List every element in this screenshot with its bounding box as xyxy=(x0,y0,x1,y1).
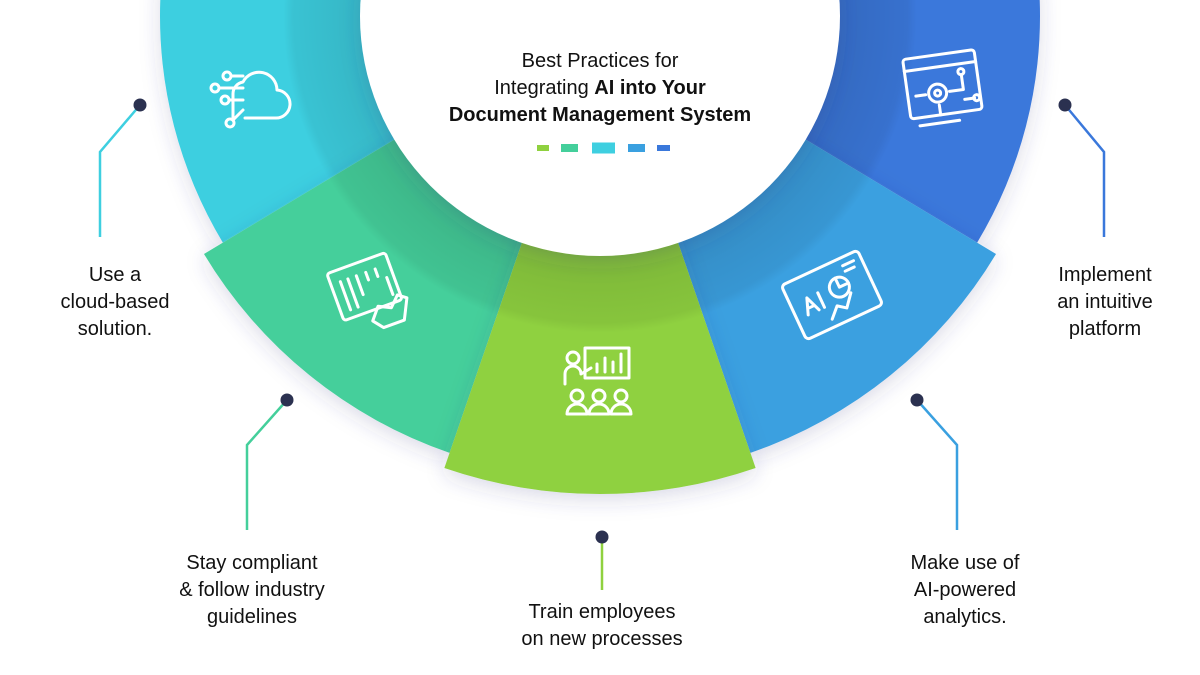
connector-dot xyxy=(280,393,294,407)
title-line-2-regular: Integrating xyxy=(494,77,595,99)
ai-analytics-document-icon xyxy=(781,249,883,341)
connector-dot xyxy=(133,98,147,112)
label-line: cloud-based xyxy=(60,291,170,313)
label-line: on new processes xyxy=(521,628,683,650)
segment-shade xyxy=(160,0,429,243)
label-line: platform xyxy=(1068,318,1142,340)
label-line: an intuitive xyxy=(1057,291,1153,313)
cloud-circuit-icon xyxy=(209,70,292,129)
label-line: analytics. xyxy=(923,606,1007,628)
label-line: Stay compliant xyxy=(186,552,318,574)
segment-shade xyxy=(444,205,756,495)
connector-dot xyxy=(910,393,924,407)
title-dash xyxy=(657,145,670,151)
label-line: Train employees xyxy=(528,601,676,623)
title-line-1: Best Practices for xyxy=(521,50,679,72)
label-line: Use a xyxy=(88,264,142,286)
center-circle xyxy=(360,0,840,256)
label-line: Make use of xyxy=(910,552,1020,574)
label-training: Train employees on new processes xyxy=(492,599,712,653)
label-analytics: Make use of AI-powered analytics. xyxy=(855,550,1075,631)
title-dash xyxy=(628,144,645,152)
connector-line xyxy=(98,104,141,237)
title-line-3-bold: Document Management System xyxy=(448,104,752,126)
connector-line xyxy=(916,399,959,530)
label-line: guidelines xyxy=(206,606,298,628)
label-cloud: Use a cloud-based solution. xyxy=(5,262,225,343)
title-dash xyxy=(561,144,578,152)
label-line: solution. xyxy=(77,318,153,340)
connector-line xyxy=(245,399,288,530)
document-hand-icon xyxy=(326,251,409,330)
connector-dot xyxy=(595,530,609,544)
title-dash xyxy=(592,142,615,154)
label-platform: Implement an intuitive platform xyxy=(995,262,1200,343)
title-dashes xyxy=(537,142,670,154)
title-line-2-bold: AI into Your xyxy=(594,77,706,99)
presentation-audience-icon xyxy=(563,346,633,416)
label-line: AI-powered xyxy=(913,579,1017,601)
title-dash xyxy=(537,145,549,151)
page-title: Best Practices for Integrating AI into Y… xyxy=(380,48,820,129)
gear-circuit-screen-icon xyxy=(901,48,984,128)
label-compliance: Stay compliant & follow industry guideli… xyxy=(142,550,362,631)
label-line: & follow industry xyxy=(179,579,325,601)
connector-line xyxy=(1064,104,1106,237)
connector-dot xyxy=(1058,98,1072,112)
label-line: Implement xyxy=(1058,264,1152,286)
connectors xyxy=(98,98,1106,590)
